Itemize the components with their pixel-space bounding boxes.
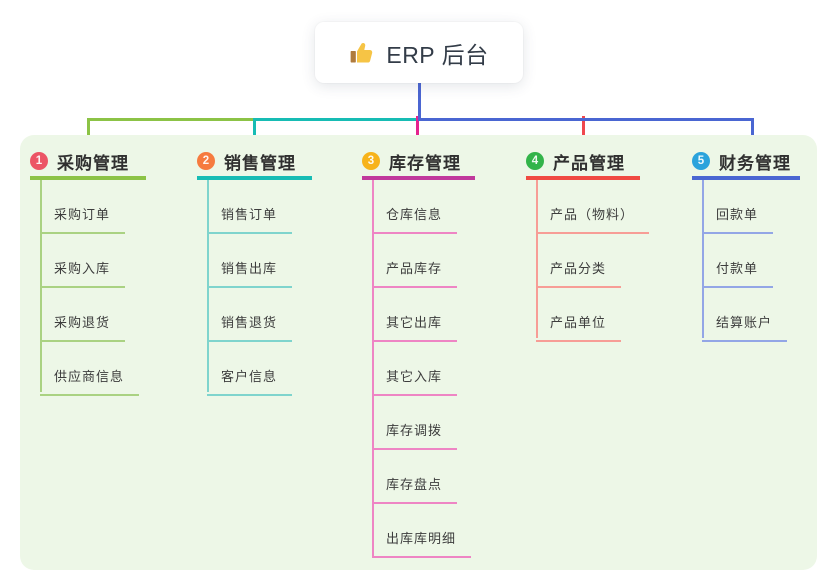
branch-label: 销售管理 [224,153,296,173]
tree-node-label: 其它出库 [386,315,443,330]
branch-number-badge: 2 [197,152,215,170]
branch-children: 仓库信息 产品库存 其它出库 其它入库 库存调拨 库存盘点 出库库明细 [372,180,472,558]
branch-number-badge: 5 [692,152,710,170]
tree-node[interactable]: 库存调拨 [372,396,458,450]
branch-number-badge: 1 [30,152,48,170]
mindmap-canvas [20,135,817,570]
tree-node[interactable]: 其它入库 [372,342,458,396]
tree-node-label: 销售退货 [221,315,278,330]
branch-title-node[interactable]: 5 财务管理 [692,146,800,180]
branch-number-badge: 3 [362,152,380,170]
branch-sales: 2 销售管理 销售订单 销售出库 销售退货 客户信息 [197,146,312,396]
tree-node-label: 产品单位 [550,315,607,330]
branch-number-badge: 4 [526,152,544,170]
branch-inventory: 3 库存管理 仓库信息 产品库存 其它出库 其它入库 库存调拨 库存盘点 出库库… [362,146,475,558]
tree-node-label: 产品库存 [386,261,443,276]
tree-node[interactable]: 仓库信息 [372,180,458,234]
branch-vertical-line [536,180,538,338]
thumbs-up-icon [350,42,373,63]
tree-node[interactable]: 出库库明细 [372,504,472,558]
tree-node[interactable]: 销售退货 [207,288,293,342]
tree-node[interactable]: 供应商信息 [40,342,140,396]
tree-node[interactable]: 产品库存 [372,234,458,288]
branch-children: 销售订单 销售出库 销售退货 客户信息 [207,180,293,396]
tree-node[interactable]: 销售订单 [207,180,293,234]
branch-vertical-line [702,180,704,338]
tree-node-label: 客户信息 [221,369,278,384]
branch-product: 4 产品管理 产品（物料） 产品分类 产品单位 [526,146,650,342]
tree-node-label: 销售订单 [221,207,278,222]
tree-node-label: 产品（物料） [550,207,635,222]
tree-node-label: 采购入库 [54,261,111,276]
branch-label: 产品管理 [553,153,625,173]
tree-node[interactable]: 产品单位 [536,288,622,342]
tree-node[interactable]: 销售出库 [207,234,293,288]
tree-node-label: 采购订单 [54,207,111,222]
tree-node[interactable]: 回款单 [702,180,774,234]
tree-node-label: 库存调拨 [386,423,443,438]
tree-node-label: 结算账户 [716,315,773,330]
tree-node-label: 产品分类 [550,261,607,276]
branch-children: 采购订单 采购入库 采购退货 供应商信息 [40,180,140,396]
tree-node[interactable]: 客户信息 [207,342,293,396]
tree-node[interactable]: 其它出库 [372,288,458,342]
branch-title-node[interactable]: 3 库存管理 [362,146,475,180]
branch-title-node[interactable]: 4 产品管理 [526,146,640,180]
tree-node[interactable]: 库存盘点 [372,450,458,504]
branch-title-node[interactable]: 1 采购管理 [30,146,146,180]
tree-node[interactable]: 采购订单 [40,180,126,234]
tree-node-label: 供应商信息 [54,369,125,384]
root-node[interactable]: ERP 后台 [315,22,523,83]
tree-node-label: 销售出库 [221,261,278,276]
tree-node-label: 出库库明细 [386,531,457,546]
tree-node[interactable]: 产品分类 [536,234,622,288]
branch-label: 采购管理 [57,153,129,173]
branch-vertical-line [372,180,374,558]
tree-node[interactable]: 结算账户 [702,288,788,342]
root-title: ERP 后台 [386,41,489,68]
branch-children: 产品（物料） 产品分类 产品单位 [536,180,650,342]
tree-node-label: 仓库信息 [386,207,443,222]
tree-node-label: 回款单 [716,207,759,222]
tree-node[interactable]: 采购退货 [40,288,126,342]
branch-label: 财务管理 [719,153,791,173]
branch-purchase: 1 采购管理 采购订单 采购入库 采购退货 供应商信息 [30,146,146,396]
tree-node-label: 采购退货 [54,315,111,330]
branch-finance: 5 财务管理 回款单 付款单 结算账户 [692,146,800,342]
tree-node[interactable]: 付款单 [702,234,774,288]
branch-title-node[interactable]: 2 销售管理 [197,146,312,180]
tree-node[interactable]: 采购入库 [40,234,126,288]
tree-node-label: 付款单 [716,261,759,276]
branch-label: 库存管理 [389,153,461,173]
tree-node-label: 其它入库 [386,369,443,384]
tree-node-label: 库存盘点 [386,477,443,492]
branch-children: 回款单 付款单 结算账户 [702,180,788,342]
tree-node[interactable]: 产品（物料） [536,180,650,234]
